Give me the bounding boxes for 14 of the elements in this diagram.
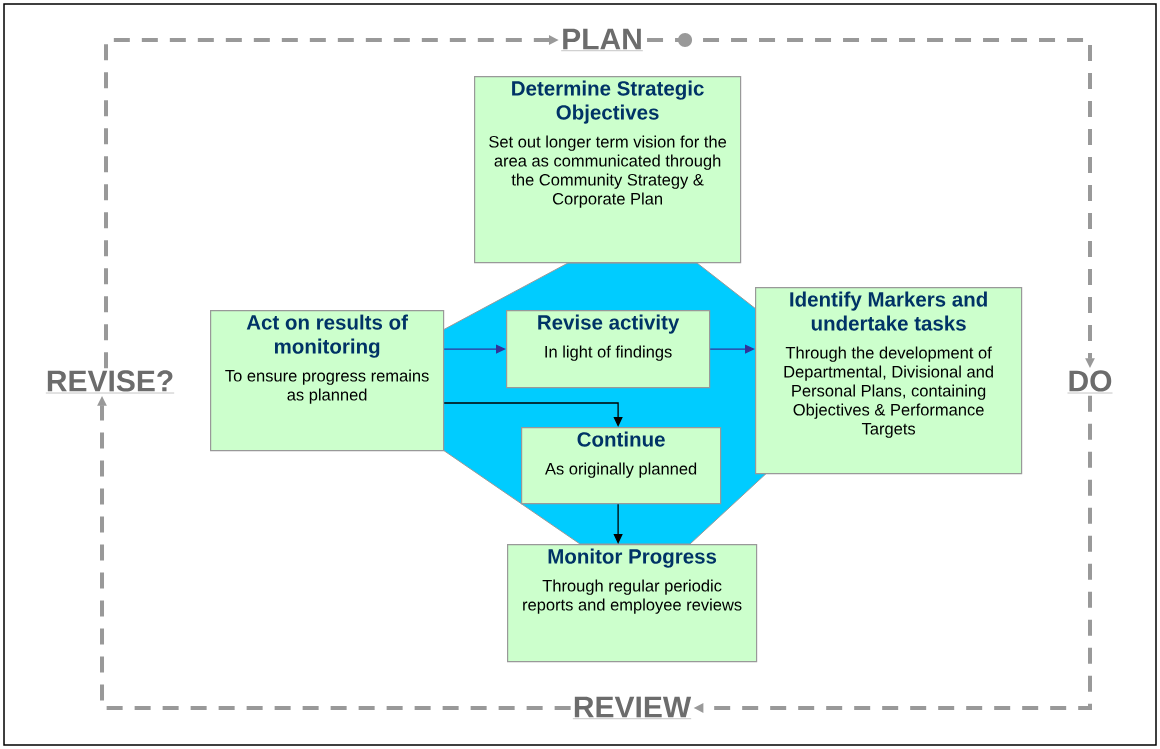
process-box: Act on results of monitoring To ensure progress remains as planned: [210, 310, 445, 452]
process-box: Monitor Progress Through regular periodic reports and employee reviews: [507, 544, 758, 663]
stage-label: PLAN: [560, 28, 644, 51]
process-box: Determine Strategic Objectives Set out longer term vision for the area as communicated through the Community Strategy & Corporate Plan: [474, 76, 742, 264]
process-box: Identify Markers and undertake tasks Through the development of Departmental, Divisional and Personal Plans, containing Objectives & Performance Targets: [755, 287, 1023, 475]
process-box: Revise activity In light of findings: [506, 310, 711, 389]
arrow: [613, 503, 623, 544]
arrow: [709, 344, 755, 354]
stage-label: DO: [1067, 370, 1113, 394]
process-box: Continue As originally planned: [521, 427, 722, 505]
stage-label: REVISE?: [45, 370, 175, 394]
arrow: [443, 402, 623, 427]
stage-label: REVIEW: [572, 696, 692, 719]
arrow: [443, 344, 506, 354]
